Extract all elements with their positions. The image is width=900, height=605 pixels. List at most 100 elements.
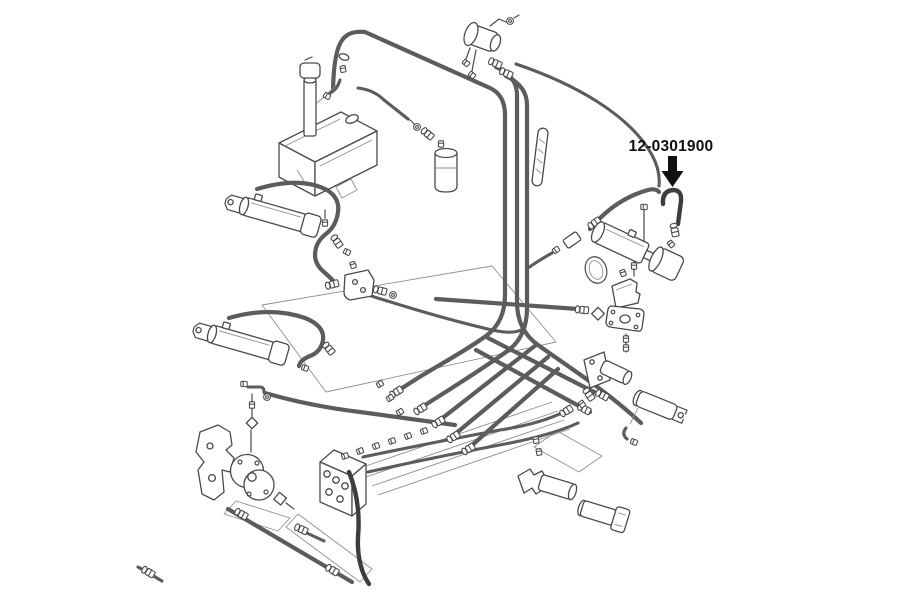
fitting-icon: [329, 233, 345, 250]
hose-weave-downright-2: [473, 347, 593, 415]
spacer-pin: [531, 127, 549, 187]
cylinder-hose: [226, 309, 326, 369]
fitting-icon: [460, 442, 477, 457]
fitting-icon: [412, 402, 429, 417]
valve-wire: [489, 14, 520, 27]
fitting-icon: [532, 435, 540, 445]
fitting-icon: [348, 260, 358, 270]
fitting-icon: [245, 416, 259, 430]
hose-valve-line-2: [419, 73, 530, 410]
fitting-icon: [395, 407, 405, 417]
fitting-icon: [629, 437, 639, 447]
fitting-icon: [324, 278, 340, 291]
tank-fitting-chain: [322, 53, 350, 101]
fitting-icon: [461, 58, 471, 68]
filler-cap: [299, 62, 321, 79]
bolt-icon: [640, 203, 648, 211]
mounting-bracket: [611, 268, 641, 309]
fitting-icon: [487, 56, 504, 70]
fitting-icon: [574, 305, 590, 315]
hose-junction-run: [344, 286, 526, 334]
fitting-icon: [437, 140, 445, 148]
part-number-label: 12-0301900: [629, 138, 714, 155]
o-ring: [584, 256, 608, 284]
fitting-icon: [339, 64, 347, 74]
bolt-icon: [630, 262, 638, 270]
cylinder-hose: [254, 180, 341, 286]
fitting-icon: [581, 386, 597, 403]
hose-steering-supply: [587, 187, 662, 232]
hydraulic-reservoir-tank: [278, 53, 378, 227]
hose-valvebank-out-1: [361, 409, 568, 459]
ring-fitting-icon: [263, 393, 271, 401]
arrow-down-icon: [661, 156, 684, 187]
trim-cylinder-3: [517, 435, 578, 501]
panel-outline: [223, 500, 291, 532]
labeled-hose-part: [660, 187, 684, 227]
hose-network: [262, 29, 661, 474]
port-fitting-icon: [371, 441, 381, 451]
fitting-icon: [419, 126, 436, 142]
hose-right-feed: [514, 62, 661, 188]
hose-weave-downleft-1: [437, 342, 539, 423]
port-fitting-icon: [387, 436, 397, 446]
fitting-icon: [233, 506, 250, 521]
oil-filter: [407, 118, 458, 193]
lift-cylinder-lower: [192, 309, 337, 373]
trim-cylinder-4: [577, 499, 631, 534]
fitting-icon: [321, 340, 337, 357]
hose-tank-to-filter: [356, 86, 410, 121]
hose-tank-supply: [330, 29, 508, 394]
hose-mid-horizontal: [433, 296, 581, 312]
fitting-icon: [372, 284, 388, 297]
lift-cylinder-upper: [224, 180, 352, 286]
bolt-icon: [618, 268, 628, 278]
fitting-icon: [240, 380, 248, 388]
hose-lower-cyl-run: [262, 390, 458, 428]
trim-cylinder-1: [577, 351, 633, 409]
steering-fitting-chain: [526, 215, 603, 270]
junction-block: [324, 260, 397, 301]
bottom-left-hoses: [136, 506, 355, 585]
control-valve-bank: [319, 426, 429, 587]
port-fitting-icon: [403, 431, 413, 441]
panel-outline: [533, 430, 603, 473]
fitting-icon: [293, 522, 310, 536]
fitting-icon: [666, 239, 676, 249]
hose-valvebank-out-2: [366, 421, 580, 474]
hose-weave-downleft-2: [451, 354, 551, 438]
hydraulic-pump: [195, 424, 295, 510]
part-callout: 12-0301900: [629, 138, 714, 249]
fitting-icon: [445, 430, 462, 445]
drain-plug-icon: [321, 219, 329, 227]
bolt-icon: [622, 335, 630, 343]
fitting-icon: [342, 247, 352, 257]
ring-fitting-icon: [413, 123, 421, 131]
fitting-icon: [558, 404, 575, 419]
port-fitting-icon: [355, 446, 365, 456]
steering-cylinder-assembly: [526, 187, 685, 353]
pump-outlet-fitting: [273, 491, 288, 506]
panel-outline: [335, 178, 358, 199]
hose-valvebank-drop: [346, 469, 372, 587]
port-fitting-icon: [419, 426, 429, 436]
ring-terminal-icon: [506, 17, 514, 25]
panel-outline: [261, 265, 557, 393]
fitting-icon: [300, 363, 310, 373]
filler-neck: [299, 56, 321, 137]
trim-cylinder-2: [622, 389, 688, 447]
ring-fitting-icon: [389, 291, 397, 299]
panel-outline: [285, 513, 373, 583]
fitting-icon: [248, 401, 256, 409]
fitting-icon: [430, 415, 447, 430]
fitting-icon: [535, 447, 543, 457]
fitting-icon: [140, 564, 157, 579]
pump-inlet-elbow: [240, 380, 271, 453]
anchor-block: [574, 261, 645, 353]
tank-port-flange: [345, 114, 359, 124]
bolt-icon: [622, 344, 630, 352]
solenoid-valve: [461, 14, 520, 80]
fitting-icon: [498, 66, 515, 80]
